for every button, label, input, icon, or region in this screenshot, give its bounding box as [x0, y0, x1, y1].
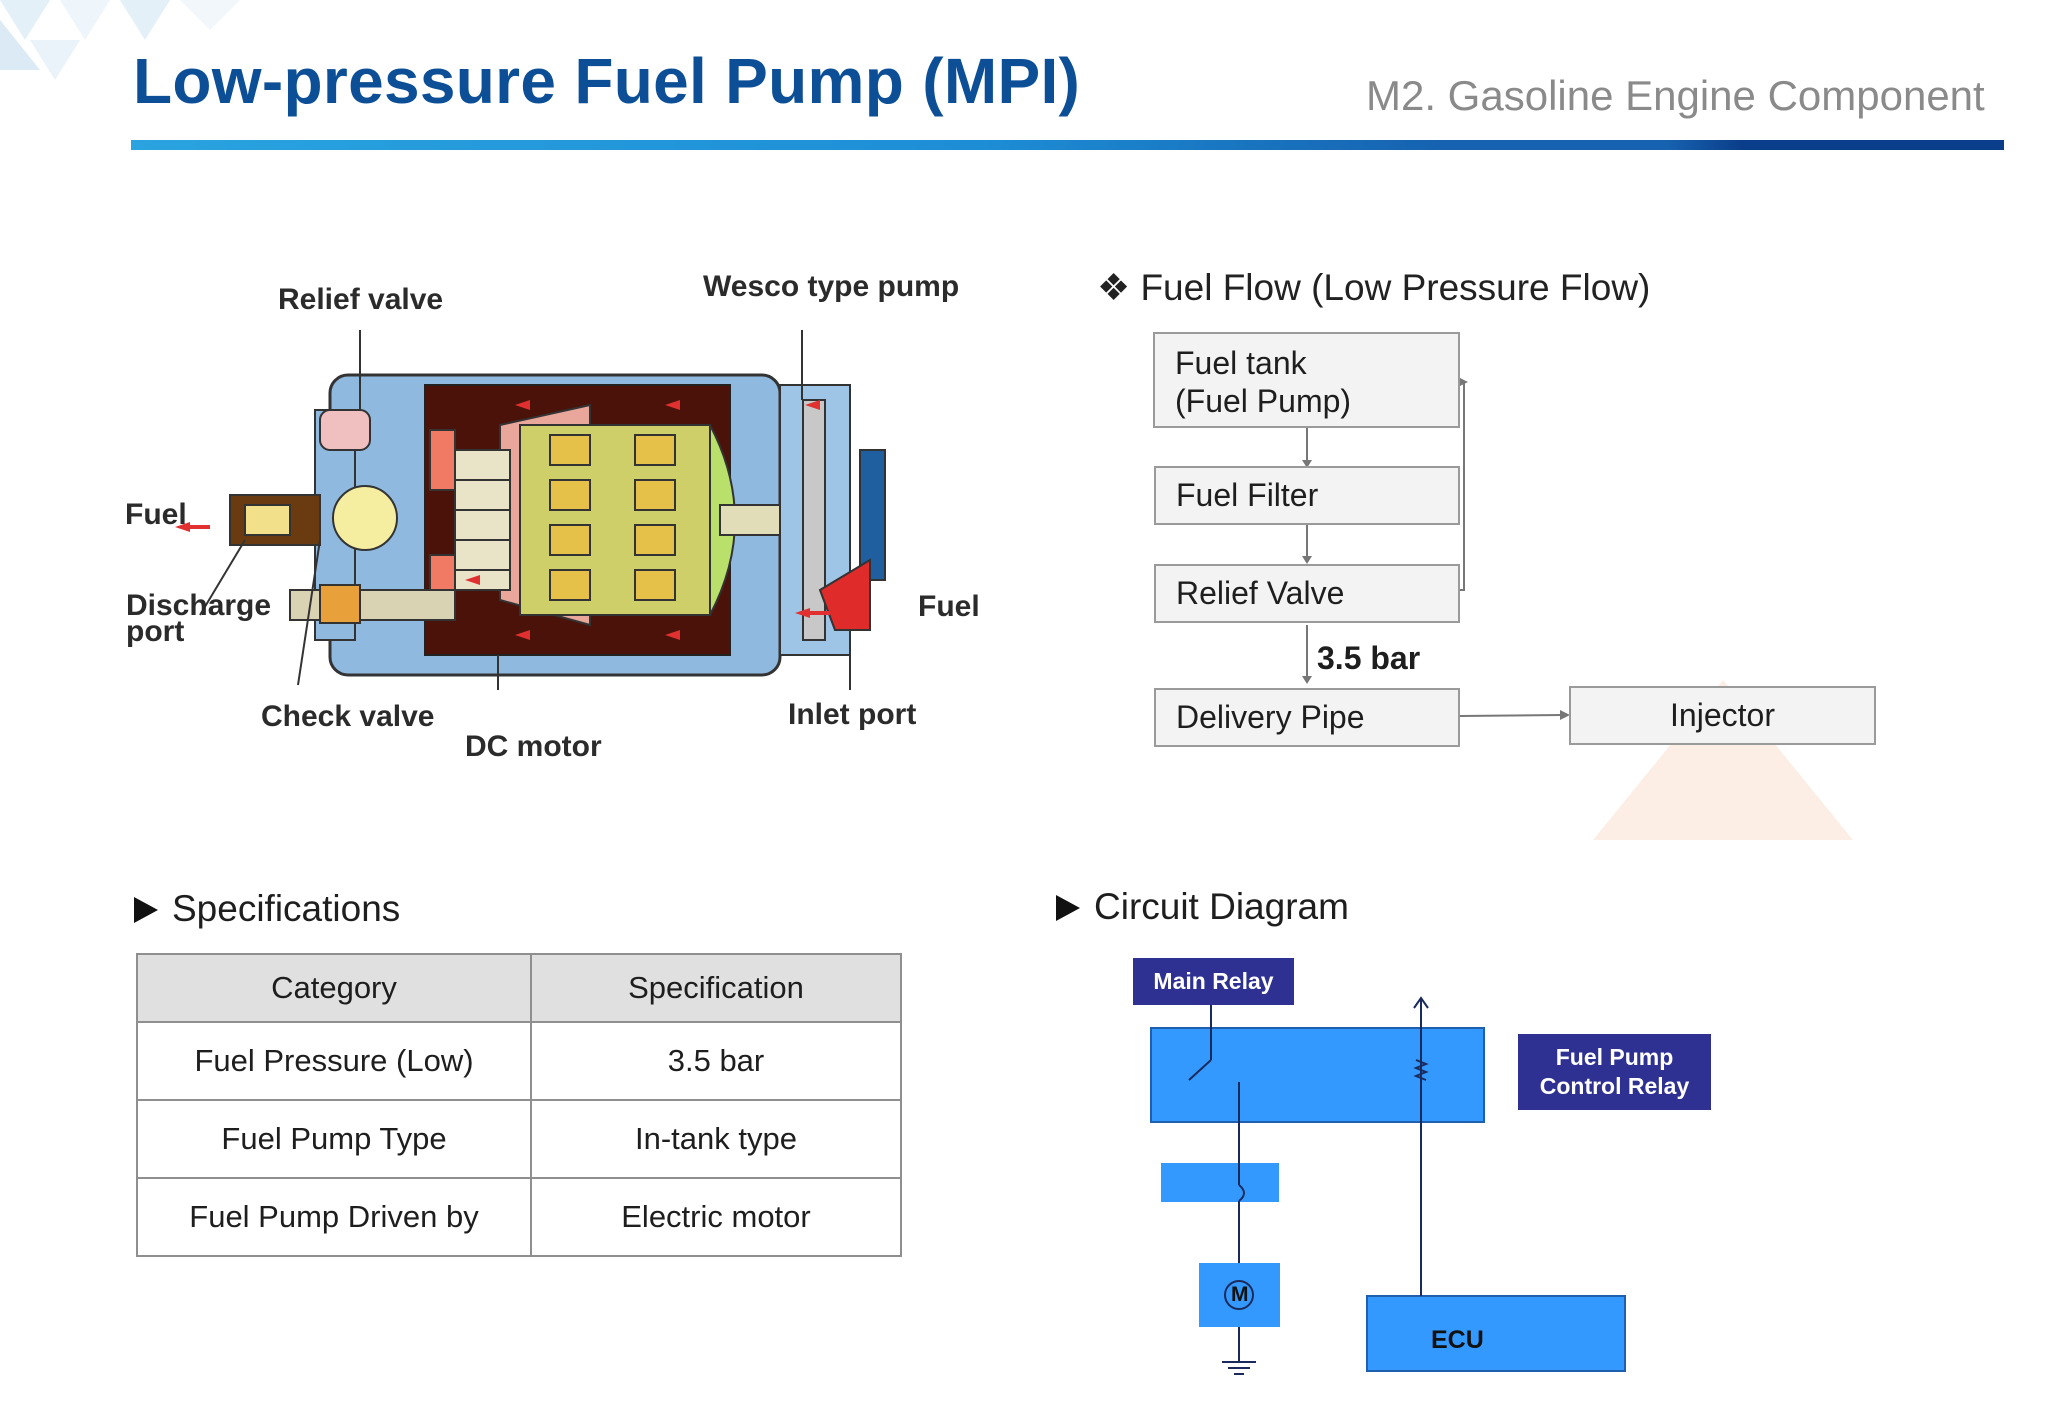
table-cell: Fuel Pump Driven by [136, 1177, 532, 1257]
table-row: Fuel Pump Type In-tank type [136, 1099, 902, 1179]
corner-decoration [0, 0, 240, 80]
main-relay-tag: Main Relay [1133, 958, 1294, 1005]
flow-box-fuel-filter: Fuel Filter [1154, 466, 1460, 525]
specifications-table: Category Specification Fuel Pressure (Lo… [136, 953, 902, 1257]
discharge-port-label: Discharge port [126, 589, 272, 648]
fuel-inlet-label: Fuel [918, 590, 980, 623]
triangle-bullet-icon [1056, 895, 1080, 921]
column-header-category: Category [136, 953, 532, 1023]
check-valve-label: Check valve [261, 700, 435, 733]
pressure-label: 3.5 bar [1317, 640, 1421, 676]
specifications-heading-text: Specifications [172, 888, 401, 929]
table-header-row: Category Specification [136, 953, 902, 1023]
table-cell: In-tank type [530, 1099, 902, 1179]
flow-box-injector: Injector [1569, 686, 1876, 745]
motor-symbol-label: M [1231, 1283, 1249, 1306]
relief-valve-label: Relief valve [278, 283, 444, 316]
title-divider [131, 140, 2004, 150]
column-header-specification: Specification [530, 953, 902, 1023]
table-row: Fuel Pressure (Low) 3.5 bar [136, 1021, 902, 1101]
specifications-heading: Specifications [134, 888, 400, 930]
circuit-diagram-heading: Circuit Diagram [1056, 886, 1349, 928]
flow-box-delivery-pipe: Delivery Pipe [1154, 688, 1460, 747]
flow-box-relief-valve: Relief Valve [1154, 564, 1460, 623]
table-row: Fuel Pump Driven by Electric motor [136, 1177, 902, 1257]
fuel-pump-control-relay-tag: Fuel Pump Control Relay [1518, 1034, 1711, 1110]
module-subtitle: M2. Gasoline Engine Component [1366, 72, 1985, 119]
dc-motor-label: DC motor [465, 730, 602, 763]
fuel-pump-cutaway [175, 330, 886, 690]
wesco-pump-label: Wesco type pump [703, 270, 960, 303]
ecu-label: ECU [1431, 1326, 1484, 1354]
inlet-port-label: Inlet port [788, 698, 917, 731]
fuel-flow-heading: ❖ Fuel Flow (Low Pressure Flow) [1097, 267, 1651, 308]
triangle-bullet-icon [134, 897, 158, 923]
table-cell: 3.5 bar [530, 1021, 902, 1101]
circuit-diagram-heading-text: Circuit Diagram [1094, 886, 1349, 927]
flow-box-fuel-tank: Fuel tank (Fuel Pump) [1153, 332, 1460, 428]
page-title: Low-pressure Fuel Pump (MPI) [133, 45, 1081, 117]
fuel-outlet-label: Fuel [125, 498, 187, 531]
table-cell: Electric motor [530, 1177, 902, 1257]
table-cell: Fuel Pump Type [136, 1099, 532, 1179]
table-cell: Fuel Pressure (Low) [136, 1021, 532, 1101]
